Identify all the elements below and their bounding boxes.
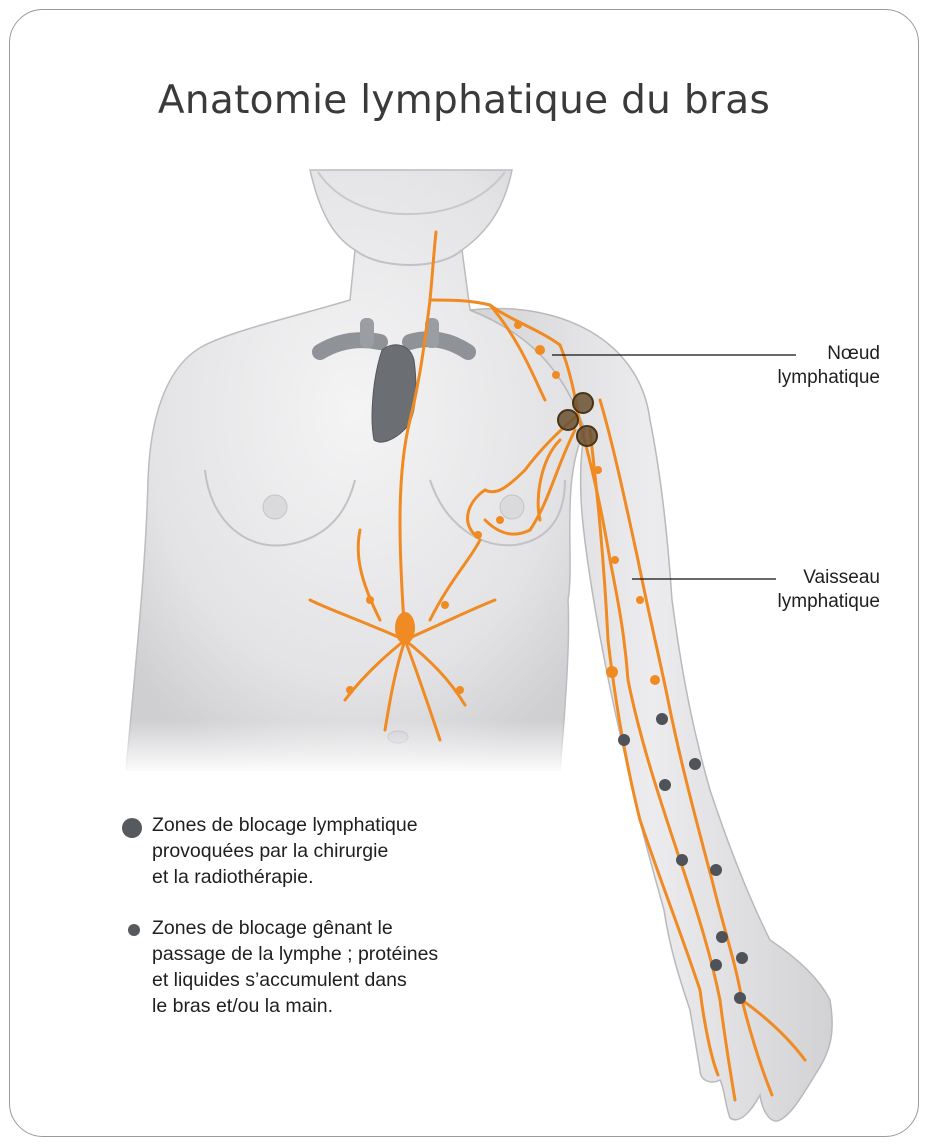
- legend-item-surgery: Zones de blocage lymphatique provoquées …: [122, 812, 482, 890]
- nipple-right: [500, 495, 524, 519]
- small-dot-icon: [128, 924, 140, 936]
- vessel-label-line2: lymphatique: [760, 590, 880, 614]
- legend-text-surgery: Zones de blocage lymphatique provoquées …: [152, 812, 482, 890]
- torso-silhouette: [126, 170, 585, 770]
- large-dot-icon: [122, 818, 142, 838]
- node-label-line1: Nœud: [800, 342, 880, 366]
- vessel-label-line1: Vaisseau: [760, 566, 880, 590]
- torso-fade: [120, 720, 580, 775]
- node-label: Nœud: [800, 342, 880, 366]
- legend-text-blockage: Zones de blocage gênant le passage de la…: [152, 915, 482, 1019]
- node-label-line2: lymphatique: [735, 366, 880, 390]
- nipple-left: [263, 495, 287, 519]
- node-label-2: lymphatique: [735, 366, 880, 390]
- vessel-label: Vaisseau lymphatique: [760, 566, 880, 614]
- legend-item-blockage: Zones de blocage gênant le passage de la…: [122, 915, 482, 1019]
